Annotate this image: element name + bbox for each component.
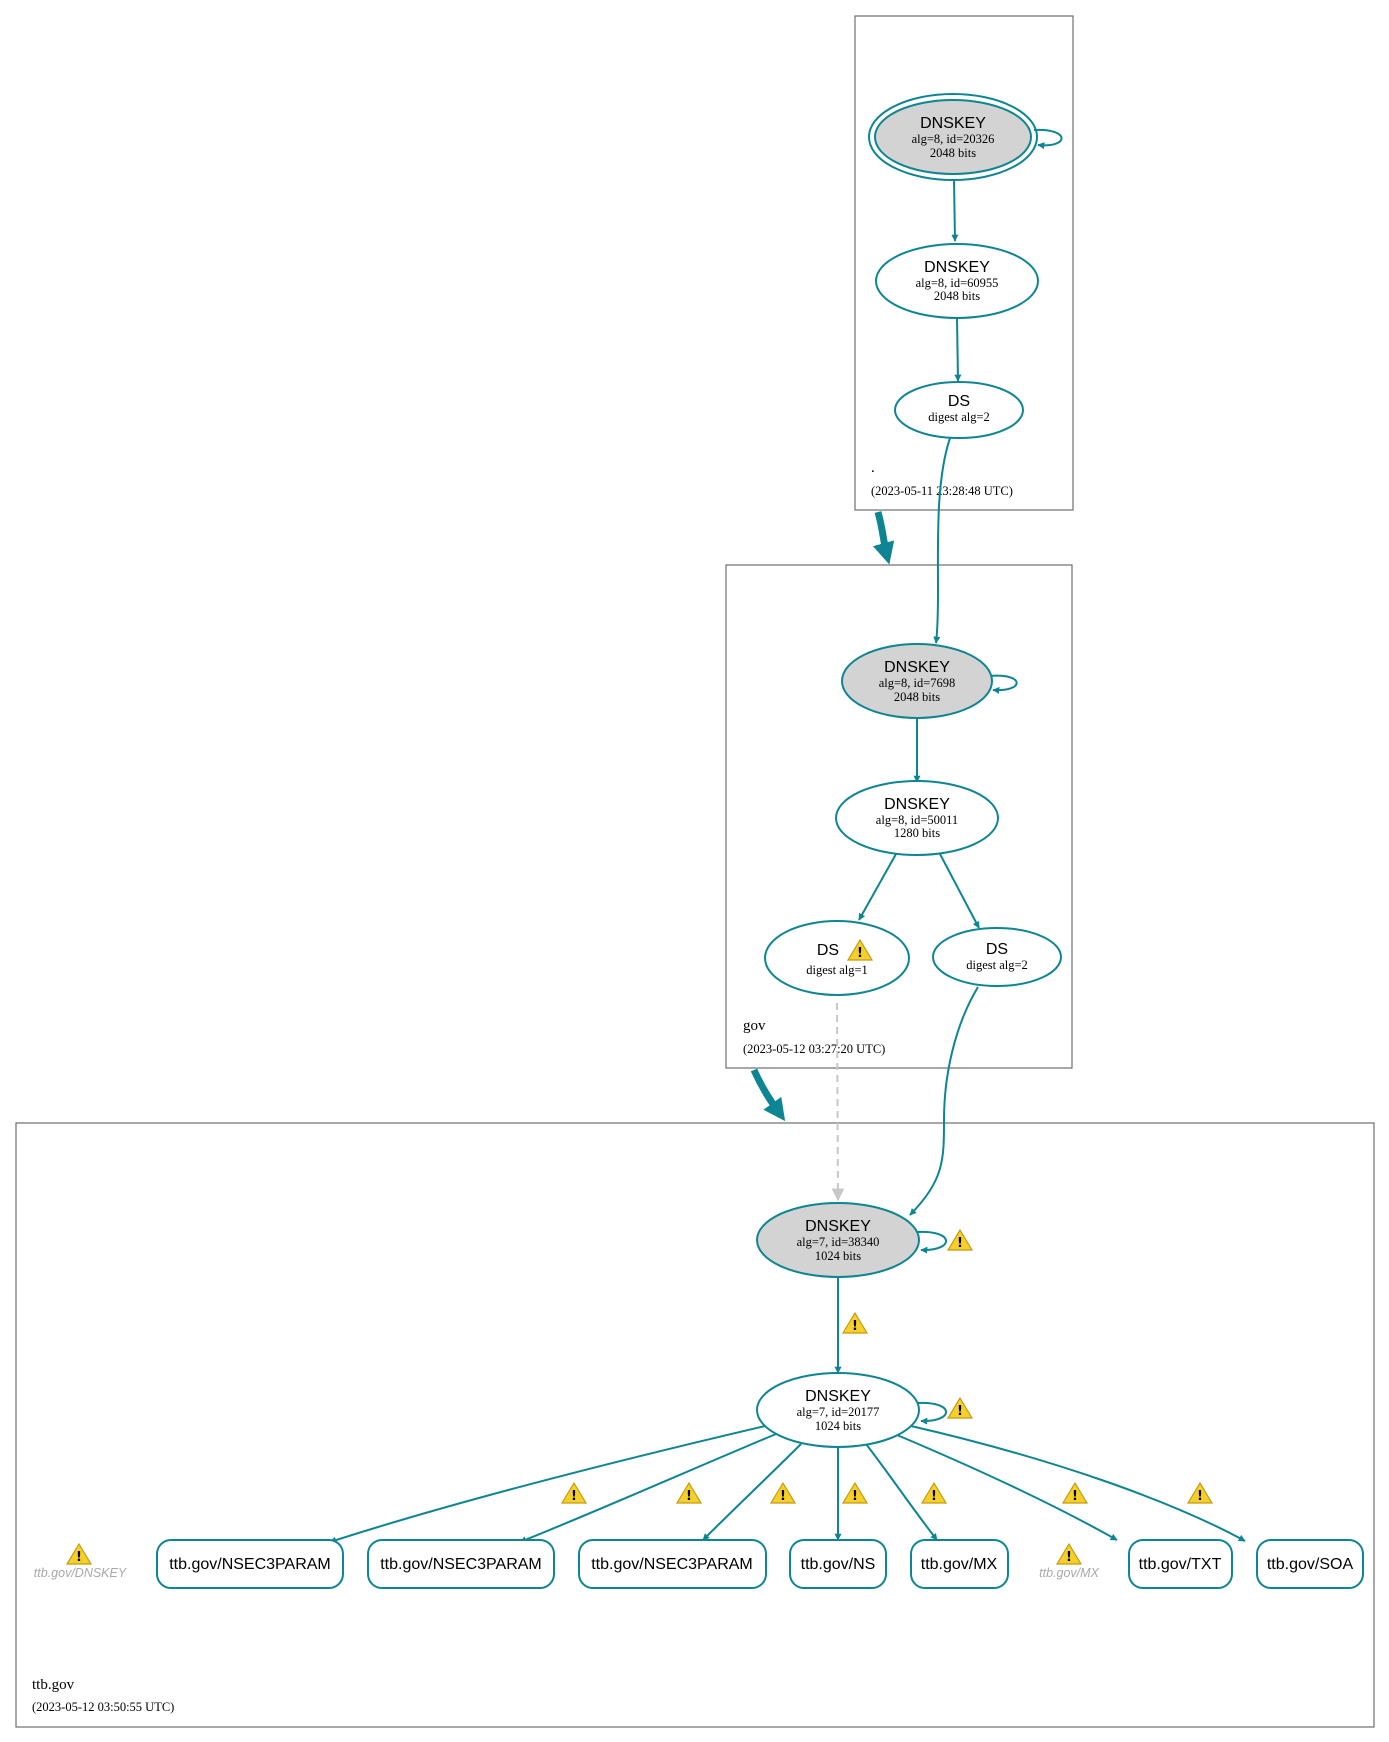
gov-ds2-digest: digest alg=2 (966, 958, 1028, 972)
zone-ttb-gov-name: ttb.gov (32, 1677, 75, 1693)
root-ds-node[interactable]: DS digest alg=2 (894, 381, 1024, 439)
edge-gov-ds2-to-ttb-ksk (909, 986, 979, 1216)
ttb-ksk-alg-id: alg=7, id=38340 (797, 1235, 880, 1249)
root-ksk-alg-id: alg=8, id=20326 (912, 132, 995, 146)
rrset-soa-label: ttb.gov/SOA (1267, 1556, 1354, 1573)
gov-ds-digest2-node[interactable]: DS digest alg=2 (932, 927, 1062, 987)
gov-ds2-ellipse (932, 927, 1062, 987)
edge-root-ksk-to-zsk (951, 179, 959, 242)
edge-ttb-zsk-self-sign (916, 1401, 947, 1425)
zone-ttb-gov-box (15, 1122, 1375, 1728)
rrset-mx[interactable]: ttb.gov/MX (910, 1539, 1009, 1589)
rrset-nsec3param-1[interactable]: ttb.gov/NSEC3PARAM (156, 1539, 344, 1589)
delegation-arrow-root-to-gov (872, 511, 895, 565)
gov-zsk-title: DNSKEY (884, 796, 950, 813)
root-ksk-dnskey-node[interactable]: DNSKEY alg=8, id=20326 2048 bits (868, 93, 1038, 181)
zone-ttb-gov: ttb.gov (2023-05-12 03:50:55 UTC) (15, 1122, 1375, 1728)
gov-ds2-title: DS (986, 941, 1008, 958)
zone-gov-name: gov (743, 1018, 766, 1034)
root-ksk-title: DNSKEY (920, 115, 986, 132)
gov-ksk-dnskey-node[interactable]: DNSKEY alg=8, id=7698 2048 bits (841, 643, 993, 719)
ttb-zsk-dnskey-node[interactable]: DNSKEY alg=7, id=20177 1024 bits (756, 1372, 920, 1448)
root-zsk-alg-id: alg=8, id=60955 (916, 276, 999, 290)
ttb-ksk-bits: 1024 bits (815, 1249, 861, 1263)
edge-ttb-zsk-to-nsec3param-1 (329, 1425, 766, 1544)
edge-gov-zsk-to-ds1 (858, 853, 897, 921)
ttb-ksk-dnskey-node[interactable]: DNSKEY alg=7, id=38340 1024 bits (756, 1202, 920, 1278)
rrset-txt-box (1128, 1539, 1233, 1589)
root-zsk-title: DNSKEY (924, 259, 990, 276)
ttb-ksk-ellipse (756, 1202, 920, 1278)
edge-ttb-zsk-to-soa (910, 1425, 1246, 1542)
gov-ds1-digest: digest alg=1 (806, 963, 868, 977)
edge-ttb-ksk-self-sign (916, 1230, 947, 1254)
root-ds-ellipse (894, 381, 1024, 439)
delegation-arrow-gov-to-ttb (750, 1068, 786, 1122)
root-ksk-ellipse (874, 99, 1032, 175)
ghost-rrset-mx-label: ttb.gov/MX (1039, 1566, 1099, 1580)
gov-ksk-title: DNSKEY (884, 659, 950, 676)
rrset-txt-label: ttb.gov/TXT (1139, 1556, 1222, 1573)
rrset-nsec3param-2-label: ttb.gov/NSEC3PARAM (380, 1556, 542, 1573)
edge-root-ds-to-gov-ksk (933, 437, 951, 644)
edge-ttb-zsk-to-mx (865, 1443, 938, 1541)
root-ds-title: DS (948, 393, 970, 410)
rrset-ns-label: ttb.gov/NS (801, 1556, 876, 1573)
rrset-soa-box (1256, 1539, 1364, 1589)
rrset-ns[interactable]: ttb.gov/NS (789, 1539, 887, 1589)
ghost-rrset-mx[interactable]: ttb.gov/MX (1039, 1543, 1100, 1580)
gov-ksk-ellipse (841, 643, 993, 719)
rrset-nsec3param-1-box (156, 1539, 344, 1589)
rrset-nsec3param-3-box (578, 1539, 767, 1589)
edge-gov-zsk-to-ds2 (939, 853, 980, 929)
gov-zsk-dnskey-node[interactable]: DNSKEY alg=8, id=50011 1280 bits (835, 780, 999, 856)
rrset-txt[interactable]: ttb.gov/TXT (1128, 1539, 1233, 1589)
root-zsk-ellipse (875, 243, 1039, 319)
ttb-zsk-ellipse (756, 1372, 920, 1448)
rrset-ns-box (789, 1539, 887, 1589)
rrset-mx-label: ttb.gov/MX (921, 1556, 998, 1573)
edge-ttb-zsk-to-txt (896, 1434, 1118, 1541)
gov-ksk-alg-id: alg=8, id=7698 (879, 676, 956, 690)
edge-gov-ksk-self-sign (989, 674, 1018, 694)
edge-root-ksk-self-sign (1033, 128, 1063, 150)
gov-zsk-bits: 1280 bits (894, 826, 940, 840)
gov-ds1-title: DS (817, 942, 839, 959)
zone-gov-timestamp: (2023-05-12 03:27:20 UTC) (743, 1042, 885, 1056)
edge-root-zsk-to-ds (954, 317, 962, 382)
edge-ttb-zsk-to-nsec3param-2 (519, 1433, 777, 1543)
ghost-rrset-dnskey-label: ttb.gov/DNSKEY (34, 1566, 128, 1580)
ttb-ksk-title: DNSKEY (805, 1218, 871, 1235)
ttb-zsk-bits: 1024 bits (815, 1419, 861, 1433)
gov-ds-digest1-node[interactable]: DS digest alg=1 (764, 920, 910, 996)
gov-ksk-bits: 2048 bits (894, 690, 940, 704)
gov-ds1-ellipse (764, 920, 910, 996)
edge-ttb-zsk-to-nsec3param-3 (702, 1443, 802, 1541)
ghost-rrset-dnskey[interactable]: ttb.gov/DNSKEY (34, 1543, 128, 1580)
zone-root-timestamp: (2023-05-11 23:28:48 UTC) (871, 484, 1013, 498)
rrset-nsec3param-3[interactable]: ttb.gov/NSEC3PARAM (578, 1539, 767, 1589)
rrset-nsec3param-3-label: ttb.gov/NSEC3PARAM (591, 1556, 753, 1573)
root-zsk-dnskey-node[interactable]: DNSKEY alg=8, id=60955 2048 bits (875, 243, 1039, 319)
root-ksk-outer-ring (868, 93, 1038, 181)
edge-gov-ds1-to-ttb-ksk (831, 1002, 845, 1202)
rrset-mx-box (910, 1539, 1009, 1589)
root-zsk-bits: 2048 bits (934, 289, 980, 303)
ttb-zsk-title: DNSKEY (805, 1388, 871, 1405)
zone-ttb-gov-timestamp: (2023-05-12 03:50:55 UTC) (32, 1700, 174, 1714)
gov-zsk-ellipse (835, 780, 999, 856)
rrset-nsec3param-1-label: ttb.gov/NSEC3PARAM (169, 1556, 331, 1573)
root-ds-digest: digest alg=2 (928, 410, 990, 424)
rrset-nsec3param-2[interactable]: ttb.gov/NSEC3PARAM (367, 1539, 555, 1589)
gov-zsk-alg-id: alg=8, id=50011 (876, 813, 958, 827)
zone-root-name: . (871, 460, 875, 476)
ttb-zsk-alg-id: alg=7, id=20177 (797, 1405, 880, 1419)
rrset-nsec3param-2-box (367, 1539, 555, 1589)
root-ksk-bits: 2048 bits (930, 146, 976, 160)
rrset-soa[interactable]: ttb.gov/SOA (1256, 1539, 1364, 1589)
